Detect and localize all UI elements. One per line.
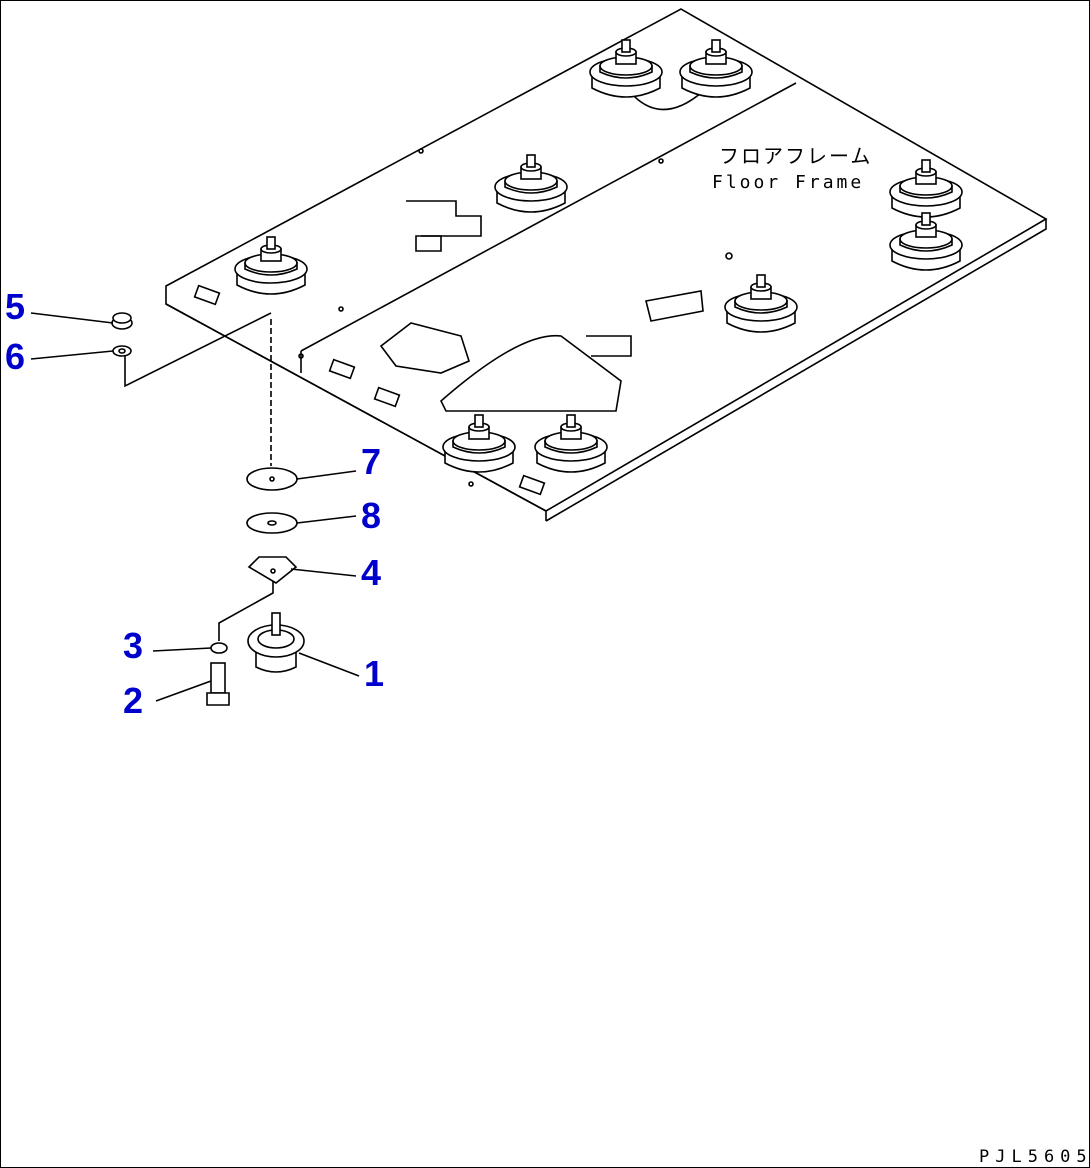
callout-3: 3 [123,625,143,666]
floor-frame-en-label: Floor Frame [712,172,864,193]
callout-6: 6 [5,336,25,377]
washer-3 [210,642,228,654]
bolt-2 [210,662,226,694]
plate-7 [246,467,298,491]
floor-frame-plate [165,8,1048,522]
leader-lines [30,312,360,702]
mount-2 [494,154,568,213]
mount-7 [724,274,798,333]
callout-1: 1 [364,653,384,694]
drawing-code: PJL5605 [979,1147,1090,1167]
bracket-4 [247,556,298,584]
mount-8 [442,414,516,473]
plate-8 [246,512,298,534]
floor-frame-jp-label: フロアフレーム [719,144,872,168]
callout-8: 8 [361,495,381,536]
mount-1 [234,236,308,295]
callout-5: 5 [5,286,25,327]
frame-mounts [234,39,963,473]
callout-4: 4 [361,552,381,593]
mount-3 [589,39,663,98]
callout-2: 2 [123,680,143,721]
callout-7: 7 [361,441,381,482]
mount-9 [534,414,608,473]
mount-1-part [247,612,305,673]
mount-5 [889,159,963,218]
mount-4 [679,39,753,98]
washer-6 [112,345,132,357]
mount-6 [889,212,963,271]
